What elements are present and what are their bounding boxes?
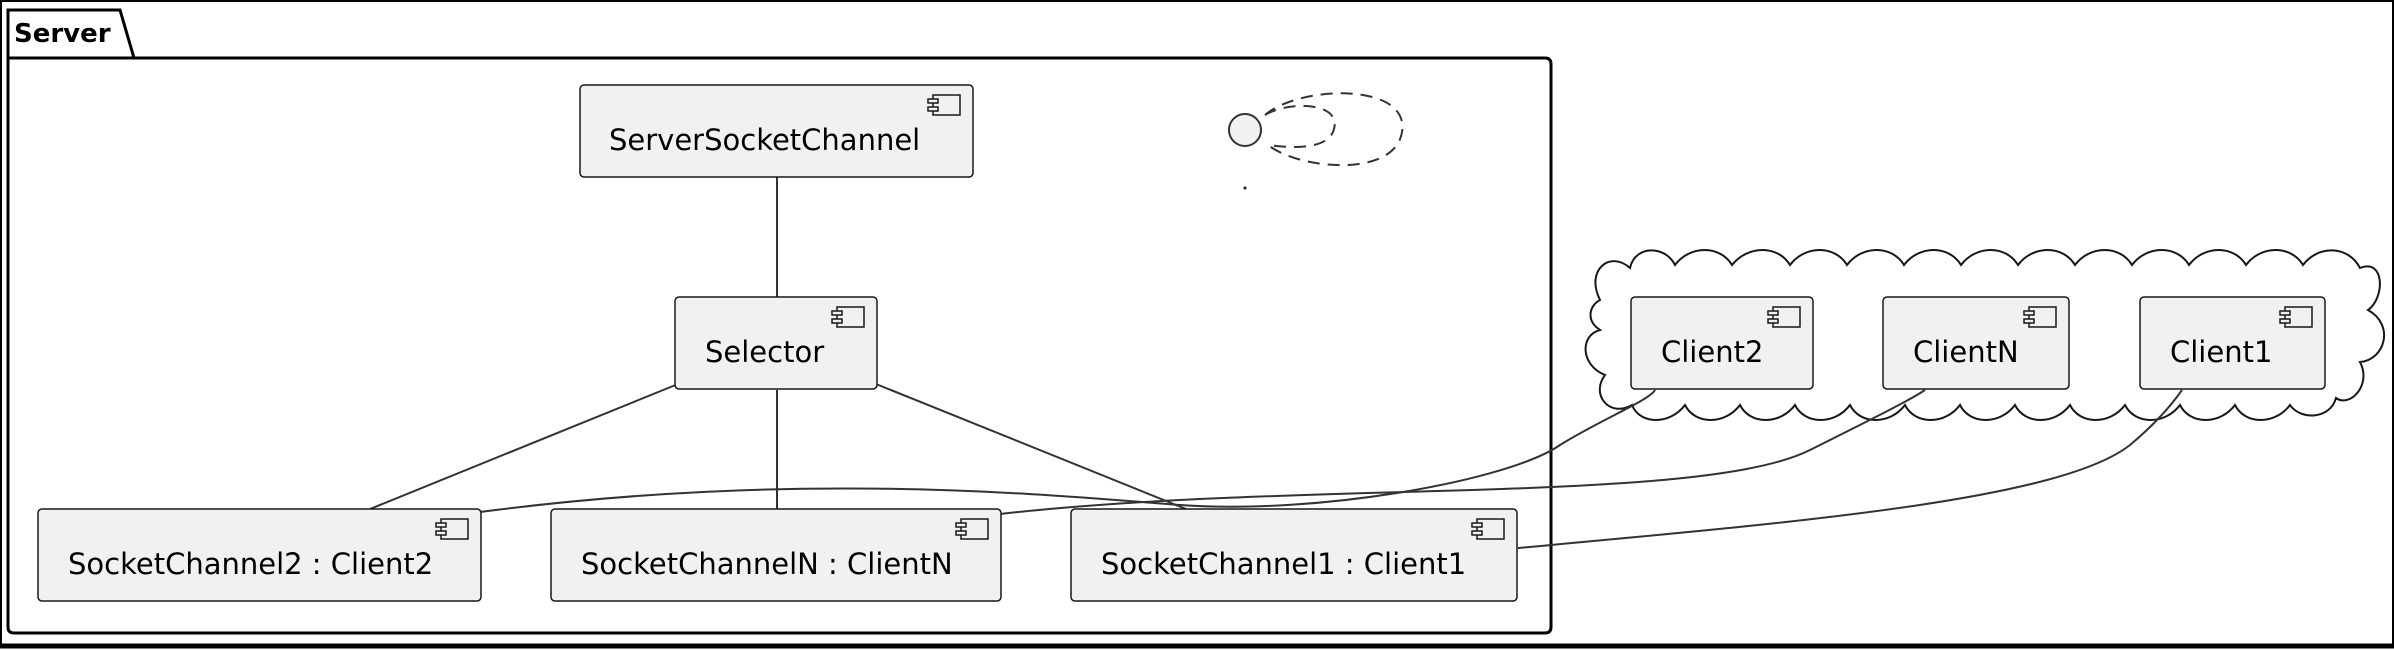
component-icon bbox=[2279, 306, 2313, 328]
component-box bbox=[674, 296, 878, 390]
component-icon bbox=[927, 94, 961, 116]
component-label: ServerSocketChannel bbox=[609, 123, 920, 157]
component-box bbox=[2139, 296, 2326, 390]
component-icon bbox=[1767, 306, 1801, 328]
component-box bbox=[550, 508, 1002, 602]
component-icon bbox=[955, 518, 989, 540]
edge-selector-socketchannel1 bbox=[875, 383, 1187, 510]
component-label: SocketChannel2 : Client2 bbox=[68, 547, 433, 581]
interface-dot bbox=[1243, 186, 1247, 190]
interface-node bbox=[1228, 92, 1404, 190]
edge-socketchannel1-client1 bbox=[1517, 389, 2183, 549]
self-loop-outer bbox=[1264, 92, 1404, 167]
edge-socketchannel2-client2 bbox=[479, 389, 1656, 513]
component-socketchannel1: SocketChannel1 : Client1 bbox=[1070, 508, 1518, 602]
component-box bbox=[1882, 296, 2070, 390]
component-label: ClientN bbox=[1913, 335, 2019, 369]
component-serversocketchannel: ServerSocketChannel bbox=[579, 84, 974, 178]
interface-circle bbox=[1228, 113, 1262, 147]
component-socketchannel2: SocketChannel2 : Client2 bbox=[37, 508, 482, 602]
component-icon bbox=[435, 518, 469, 540]
package-label: Server bbox=[14, 19, 111, 49]
connectors bbox=[369, 177, 2183, 549]
component-box bbox=[37, 508, 482, 602]
client-client2: Client2 bbox=[1630, 296, 1814, 390]
edge-socketchanneln-clientn bbox=[999, 389, 1926, 515]
component-box bbox=[1070, 508, 1518, 602]
component-icon bbox=[2023, 306, 2057, 328]
component-icon bbox=[831, 306, 865, 328]
component-label: Client1 bbox=[2170, 335, 2272, 369]
component-label: SocketChannel1 : Client1 bbox=[1101, 547, 1466, 581]
component-icon bbox=[1471, 518, 1505, 540]
client-client1: Client1 bbox=[2139, 296, 2326, 390]
component-box bbox=[579, 84, 974, 178]
edge-selector-socketchannel2 bbox=[369, 383, 679, 510]
component-label: SocketChannelN : ClientN bbox=[581, 547, 953, 581]
component-selector: Selector bbox=[674, 296, 878, 390]
client-clientn: ClientN bbox=[1882, 296, 2070, 390]
component-label: Selector bbox=[705, 335, 824, 369]
component-socketchanneln: SocketChannelN : ClientN bbox=[550, 508, 1002, 602]
self-loop-inner bbox=[1264, 104, 1336, 148]
component-label: Client2 bbox=[1661, 335, 1763, 369]
